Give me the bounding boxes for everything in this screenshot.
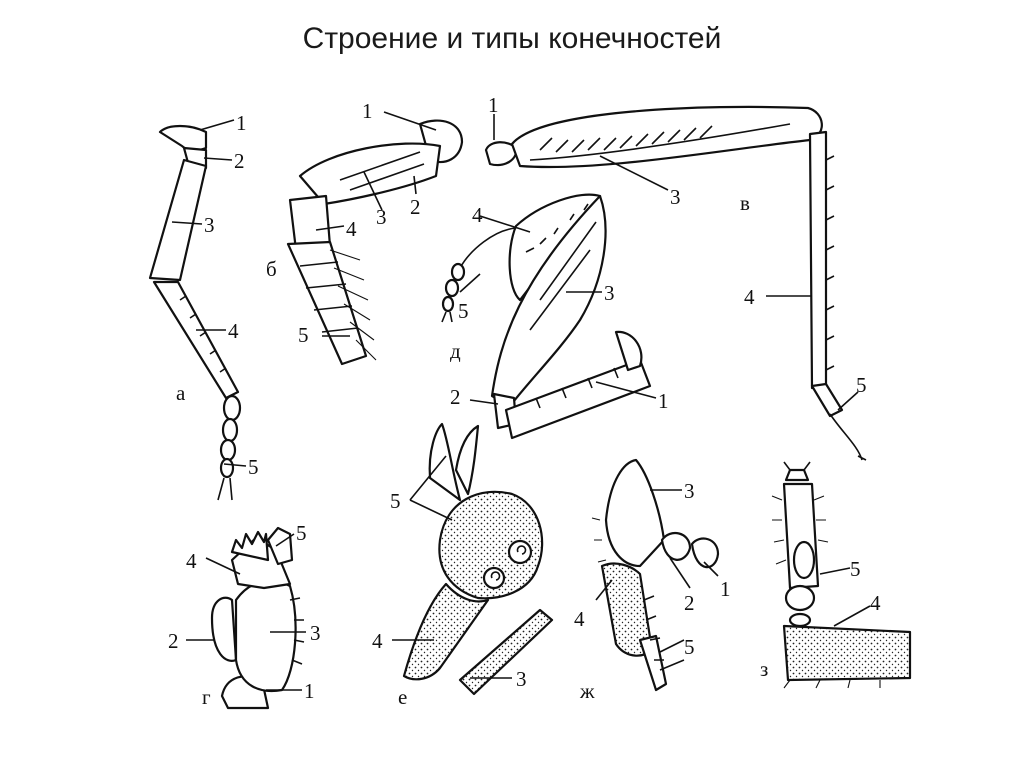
label-2: 2: [234, 149, 245, 173]
tarsus-segments: [441, 227, 517, 323]
label-5: 5: [458, 299, 469, 323]
panel-d-grasping-leg: 4 5 3 2 1 д: [441, 193, 669, 440]
trochanter-shape: [210, 596, 238, 662]
label-2: 2: [684, 591, 695, 615]
label-3: 3: [516, 667, 527, 691]
label-4: 4: [870, 591, 881, 615]
label-2: 2: [168, 629, 179, 653]
label-5: 5: [850, 557, 861, 581]
panel-e-clinging-leg: 5 4 3 е: [372, 422, 554, 709]
tibia-shape: [152, 280, 240, 400]
femur-shape: [148, 158, 208, 282]
tarsus-shape: [230, 530, 270, 562]
pad-shape: [438, 490, 544, 600]
label-4: 4: [228, 319, 239, 343]
label-4: 4: [472, 203, 483, 227]
label-5: 5: [248, 455, 259, 479]
panel-letter: д: [450, 339, 461, 363]
femur-shape: [298, 142, 442, 206]
tibia-spines: [179, 295, 227, 373]
panel-letter: з: [760, 657, 768, 681]
slide-title: Строение и типы конечностей: [302, 22, 722, 55]
label-3: 3: [684, 479, 695, 503]
panel-letter: е: [398, 685, 407, 709]
label-4: 4: [372, 629, 383, 653]
femur-shape: [510, 105, 823, 169]
label-1: 1: [720, 577, 731, 601]
label-1: 1: [488, 93, 499, 117]
label-1: 1: [362, 99, 373, 123]
label-3: 3: [310, 621, 321, 645]
label-2: 2: [450, 385, 461, 409]
tarsus-shape: [286, 240, 368, 366]
label-3: 3: [376, 205, 387, 229]
femur-shape: [234, 579, 297, 692]
femur-pattern: [539, 125, 713, 153]
panel-z-pollen-leg: 5 4 з: [760, 461, 912, 689]
panel-zh-raptorial-leg: 3 2 1 4 5 ж: [574, 458, 731, 703]
tarsus-segments: [217, 394, 242, 501]
label-3: 3: [204, 213, 215, 237]
coxa-shape: [158, 124, 208, 152]
label-3: 3: [604, 281, 615, 305]
label-5: 5: [684, 635, 695, 659]
panel-letter: в: [740, 191, 750, 215]
label-5: 5: [298, 323, 309, 347]
panel-letter: ж: [579, 679, 595, 703]
tibia-shape: [808, 130, 828, 390]
label-1: 1: [304, 679, 315, 703]
panel-letter: а: [176, 381, 186, 405]
coxa-shape: [504, 358, 652, 440]
tarsus-shape: [638, 634, 668, 692]
label-4: 4: [574, 607, 585, 631]
label-4: 4: [346, 217, 357, 241]
label-1: 1: [658, 389, 669, 413]
panel-letter: г: [202, 685, 211, 709]
panel-v-jumping-leg: 1 3 4 5 в: [484, 93, 867, 461]
label-4: 4: [186, 549, 197, 573]
tibia-shape: [402, 582, 490, 681]
tibia-spines: [329, 249, 377, 361]
tibia-spines: [525, 203, 589, 253]
tarsus-shape: [810, 382, 844, 418]
tibia-shape: [782, 624, 912, 682]
femur-shape: [604, 458, 666, 568]
label-5: 5: [856, 373, 867, 397]
label-2: 2: [410, 195, 421, 219]
label-5: 5: [296, 521, 307, 545]
panel-g-paddle-leg: 4 2 3 5 1 г: [168, 521, 321, 710]
claw-shape: [428, 422, 462, 502]
label-3: 3: [670, 185, 681, 209]
label-1: 1: [236, 111, 247, 135]
panel-b-digging-leg: 1 2 3 4 5 б: [266, 99, 464, 366]
panel-a-walking-leg: 1 2 3 4 5 а: [148, 111, 259, 501]
panel-letter: б: [266, 257, 277, 281]
label-4: 4: [744, 285, 755, 309]
tibia-spines: [825, 155, 835, 371]
coxa-shape: [660, 531, 692, 561]
label-5: 5: [390, 489, 401, 513]
